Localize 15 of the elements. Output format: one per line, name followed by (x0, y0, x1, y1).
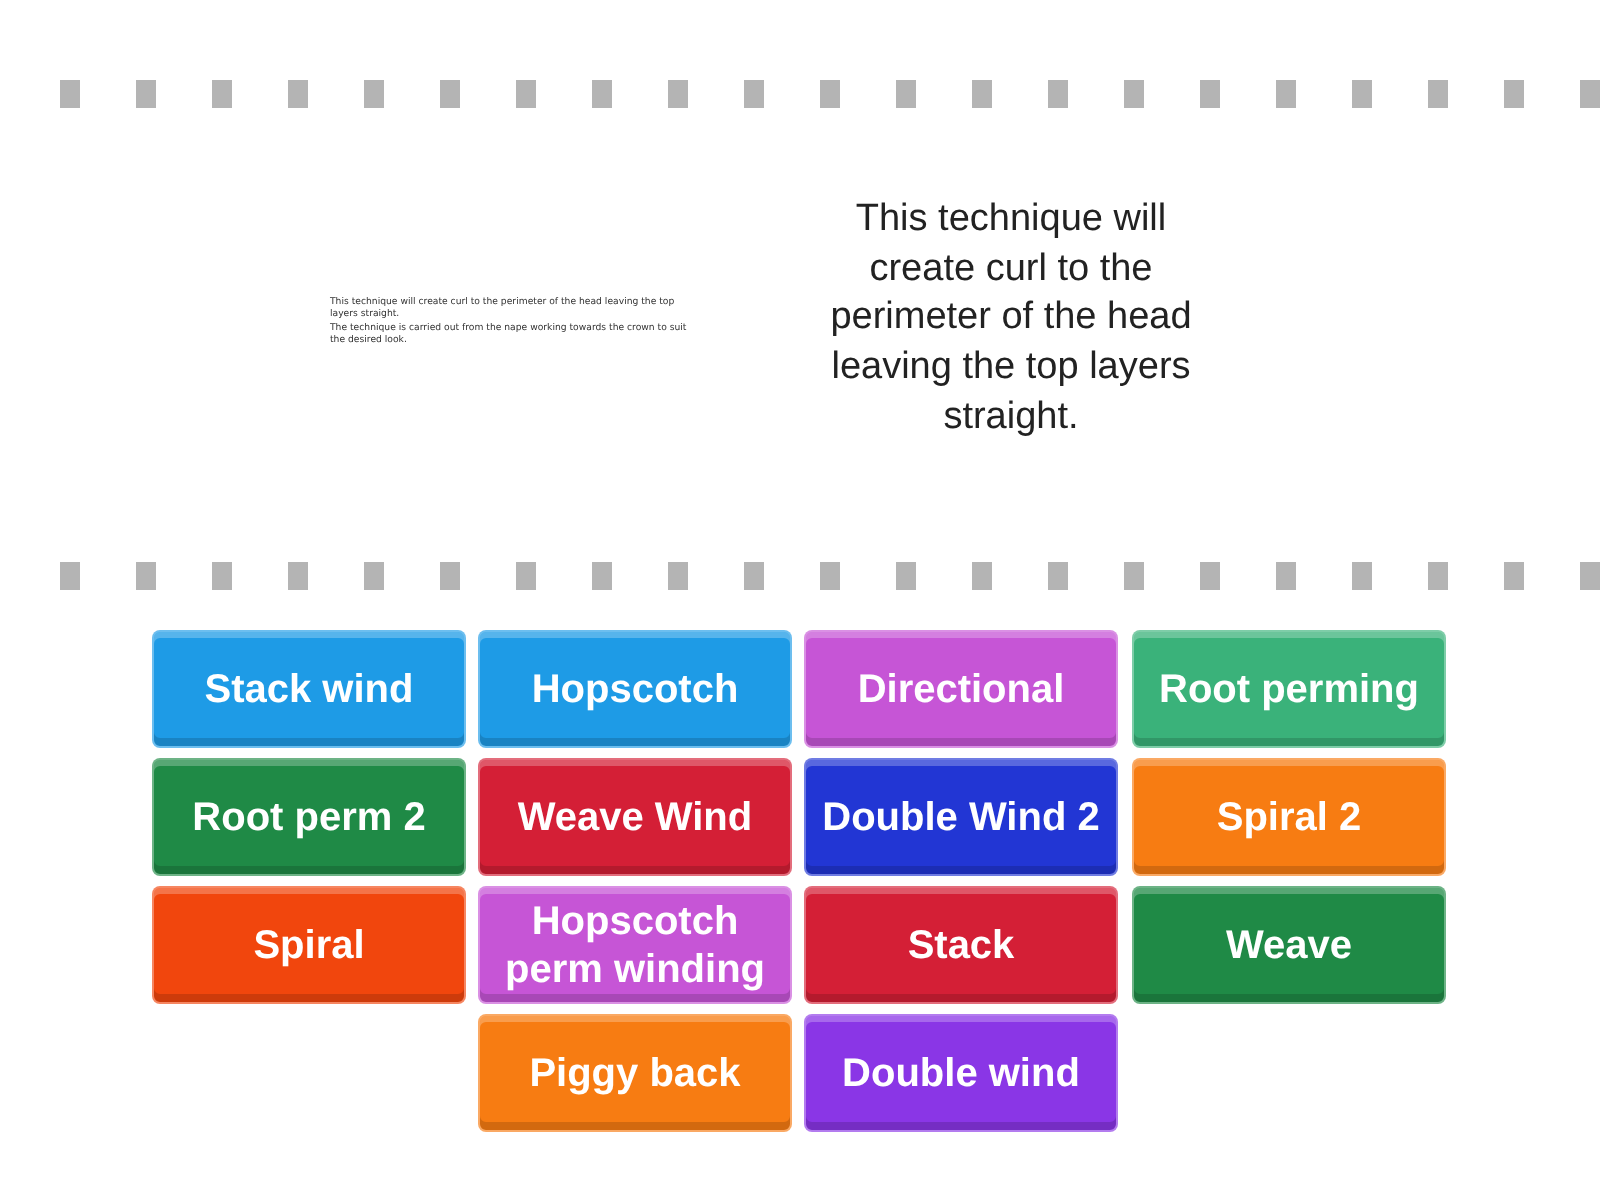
answer-tile: Double wind (804, 1014, 1118, 1132)
answer-tile: Spiral (152, 886, 466, 1004)
answer-tile: Weave Wind (478, 758, 792, 876)
answer-tile: Piggy back (478, 1014, 792, 1132)
prompt-text: This technique will create curl to the perimeter of the head leaving the top layers straight. (828, 196, 1194, 442)
answer-tile: Double Wind 2 (804, 758, 1118, 876)
answer-tile: Hopscotch (478, 630, 792, 748)
answer-tile: Spiral 2 (1132, 758, 1446, 876)
answer-tile: Stack (804, 886, 1118, 1004)
answer-tile: Root perming (1132, 630, 1446, 748)
answer-tile: Hopscotch perm winding (478, 886, 792, 1004)
answer-tile: Stack wind (152, 630, 466, 748)
answer-tile: Weave (1132, 886, 1446, 1004)
answer-tile: Directional (804, 630, 1118, 748)
answer-tile: Root perm 2 (152, 758, 466, 876)
